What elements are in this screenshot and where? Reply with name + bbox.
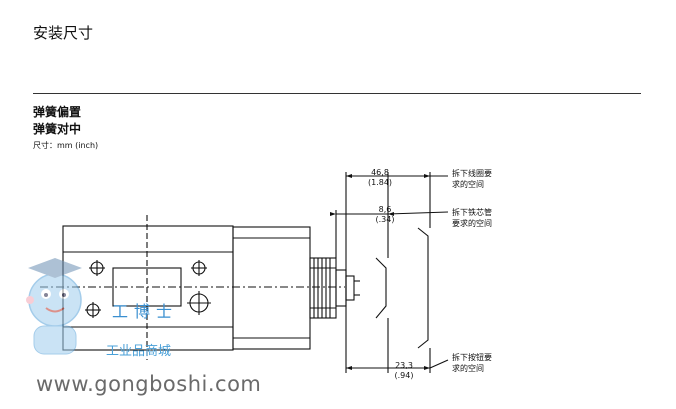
button-removal-bracket: [375, 257, 387, 319]
core-tube: [335, 269, 347, 307]
note-coil-line2: 求的空间: [452, 180, 484, 189]
dim-button-mm: 23,3: [395, 361, 413, 370]
dim-coil-in: (1.84): [367, 178, 393, 187]
subtitle-spring-centered: 弹簧对中: [33, 122, 82, 136]
units-label: 尺寸：mm (inch): [33, 141, 99, 150]
coil-removal-bracket: [417, 227, 429, 349]
title-rule: [33, 93, 641, 94]
mascot-logo: [26, 258, 82, 355]
dim-core-in: (.34): [375, 215, 395, 224]
dim-core-mm: 8,6: [378, 205, 392, 214]
note-button-line2: 求的空间: [452, 364, 484, 373]
watermark-brand: 工博士: [112, 302, 179, 321]
note-core-line1: 拆下铁芯管: [452, 208, 492, 217]
note-coil-line1: 拆下线圈要: [452, 169, 492, 178]
manual-button: [345, 275, 355, 301]
note-core-line2: 要求的空间: [452, 219, 492, 228]
dim-button-in: (.94): [394, 371, 414, 380]
nameplate-window: [112, 267, 182, 307]
watermark-site: www.gongboshi.com: [36, 372, 262, 396]
subtitle-spring-offset: 弹簧偏置: [33, 105, 82, 119]
note-button-line1: 拆下按钮要: [452, 353, 492, 362]
valve-body: [62, 225, 234, 351]
page-title: 安装尺寸: [33, 24, 94, 42]
dim-coil-mm: 46,8: [371, 168, 389, 177]
solenoid-coil: [232, 226, 311, 350]
watermark-shop: 工业品商城: [106, 344, 172, 359]
